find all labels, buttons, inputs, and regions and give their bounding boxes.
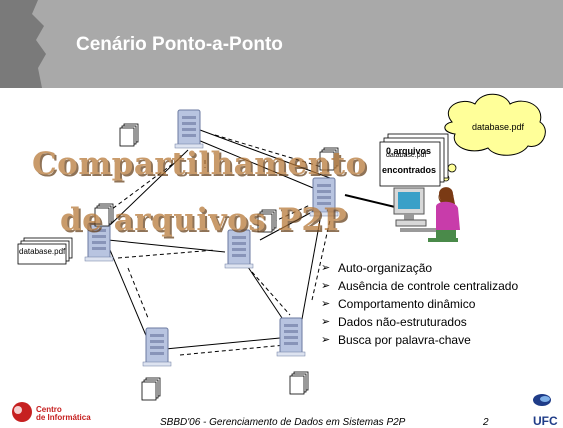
watermark-line-1: Compartilhamento <box>32 146 367 182</box>
result-doc-stack <box>379 133 449 187</box>
server-node <box>276 317 306 357</box>
left-doc-label: database.pdf <box>19 247 66 256</box>
arrow-bullet-icon: ➢ <box>321 280 331 292</box>
overlay-small-label: database.pdf <box>386 152 427 159</box>
watermark-line-2: de arquivos P2P <box>60 202 348 238</box>
database-doc-stack <box>17 237 73 265</box>
feature-list: ➢Auto-organização ➢Ausência de controle … <box>318 262 558 352</box>
user-computer-icon <box>393 187 460 242</box>
ufc-logo-text: UFC <box>533 414 558 428</box>
footer-text: SBBD'06 - Gerenciamento de Dados em Sist… <box>160 417 406 428</box>
list-item: ➢Busca por palavra-chave <box>321 333 471 347</box>
bubble-label: database.pdf <box>471 122 525 132</box>
list-item: ➢Auto-organização <box>321 261 433 275</box>
page-number: 2 <box>483 417 489 428</box>
list-item: ➢Comportamento dinâmico <box>321 297 476 311</box>
centro-informatica-logo-icon <box>12 402 32 422</box>
result-line-2: encontrados <box>382 165 437 175</box>
result-line-1: 0 arquivos <box>386 146 432 156</box>
centro-informatica-logo-text: Centro de Informática <box>36 405 91 422</box>
arrow-bullet-icon: ➢ <box>321 316 331 328</box>
server-node <box>174 109 204 149</box>
arrow-bullet-icon: ➢ <box>321 298 331 310</box>
torn-edge-decoration <box>0 0 46 88</box>
query-arrows <box>103 134 331 356</box>
title-bar <box>0 0 563 88</box>
arrow-bullet-icon: ➢ <box>321 334 331 346</box>
document-stack-icon <box>289 371 309 395</box>
ufc-logo-icon <box>533 394 551 406</box>
document-stack-icon <box>119 123 139 147</box>
document-stack-icon <box>141 377 161 401</box>
server-node <box>142 327 172 367</box>
slide-title: Cenário Ponto-a-Ponto <box>76 34 283 55</box>
list-item: ➢Ausência de controle centralizado <box>321 279 519 293</box>
network-links <box>107 129 396 351</box>
arrow-bullet-icon: ➢ <box>321 262 331 274</box>
thought-bubble-icon <box>442 93 546 182</box>
list-item: ➢Dados não-estruturados <box>321 315 467 329</box>
